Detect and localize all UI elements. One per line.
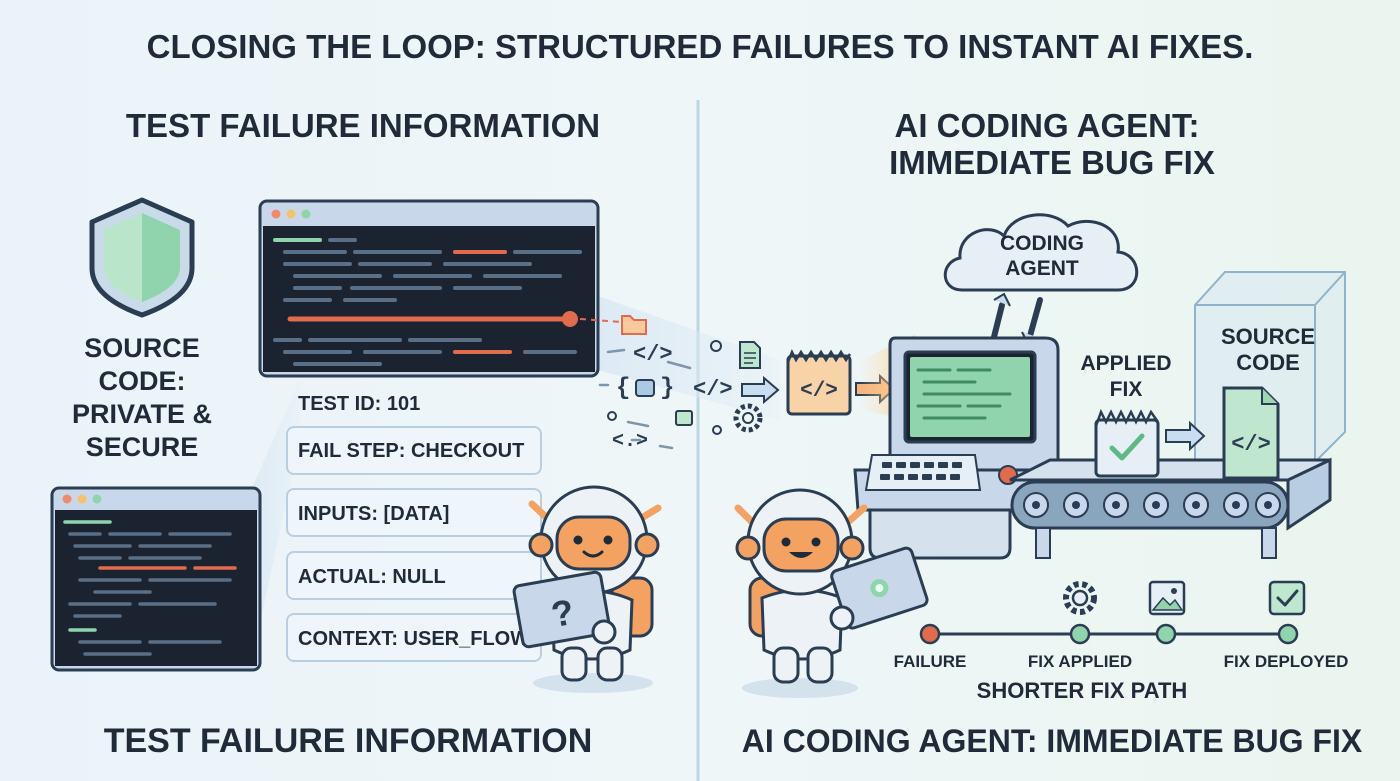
applied-fix-label-2: FIX <box>1110 378 1143 401</box>
cube-icon <box>635 379 655 397</box>
arrow-to-source-icon <box>1165 420 1206 452</box>
stream-arrow-icon <box>741 375 780 405</box>
timeline-node-fix-deployed <box>1277 623 1299 645</box>
fix-machine <box>853 336 1060 560</box>
context-card: CONTEXT: USER_FLOW <box>286 613 542 662</box>
inputs-card: INPUTS: [DATA] <box>286 488 542 537</box>
stream-tag-1: </> <box>633 342 673 367</box>
fail-step-card: FAIL STEP: CHECKOUT <box>286 426 542 475</box>
right-heading-line1: AI CODING AGENT: <box>895 107 1200 144</box>
test-id-label: TEST ID: 101 <box>298 393 420 415</box>
code-packet-icon: </> <box>786 348 852 416</box>
source-code-label-1: SOURCE <box>84 333 200 363</box>
shield-icon <box>89 197 195 318</box>
left-heading: TEST FAILURE INFORMATION <box>126 107 600 144</box>
data-block-icon <box>675 410 693 426</box>
stream-brace-right: } <box>660 375 674 402</box>
source-code-box-line1: SOURCE <box>1221 324 1315 349</box>
source-code-box-line2: CODE <box>1236 350 1300 375</box>
fail-step-text: FAIL STEP: CHECKOUT <box>298 440 524 462</box>
cloud-label-line1: CODING <box>1000 232 1084 255</box>
source-code-label-4: SECURE <box>86 432 199 462</box>
timeline-gear-icon <box>1063 581 1097 615</box>
applied-fix-package-icon <box>1094 408 1160 478</box>
right-footer: AI CODING AGENT: IMMEDIATE BUG FIX <box>742 723 1363 759</box>
left-footer: TEST FAILURE INFORMATION <box>104 722 593 760</box>
timeline-check-icon <box>1268 580 1306 616</box>
stream-tag-2: </> <box>693 377 733 402</box>
timeline-caption: SHORTER FIX PATH <box>977 678 1188 703</box>
actual-text: ACTUAL: NULL <box>298 566 446 588</box>
applied-fix-label-1: APPLIED <box>1080 352 1171 375</box>
fix-timeline: FAILURE FIX APPLIED FIX DEPLOYED SHORTER… <box>894 623 1349 703</box>
stream-angle-pair: <.> <box>612 430 648 453</box>
document-icon <box>739 341 761 369</box>
code-packet-symbol: </> <box>800 380 838 403</box>
timeline-node-failure <box>919 623 941 645</box>
cloud-label-line2: AGENT <box>1005 257 1079 280</box>
conveyor-belt <box>1009 457 1332 559</box>
folder-icon <box>621 315 647 335</box>
timeline-label-fix-deployed: FIX DEPLOYED <box>1224 652 1349 671</box>
source-code-label-3: PRIVATE & <box>72 399 212 429</box>
secure-code-terminal <box>50 486 262 672</box>
robot-with-question-tablet: ? <box>512 485 662 693</box>
source-code-file-icon: </> <box>1222 386 1280 480</box>
main-title: CLOSING THE LOOP: STRUCTURED FAILURES TO… <box>147 28 1254 65</box>
failure-terminal <box>258 199 623 378</box>
timeline-label-failure: FAILURE <box>894 652 967 671</box>
source-code-label-2: CODE: <box>99 366 186 396</box>
timeline-node-midpoint <box>1155 623 1177 645</box>
timeline-image-icon <box>1148 580 1186 616</box>
data-stream: </> { } </> <.> <box>598 315 780 453</box>
actual-card: ACTUAL: NULL <box>286 551 542 600</box>
inputs-text: INPUTS: [DATA] <box>298 503 449 525</box>
gear-icon <box>733 403 763 433</box>
timeline-label-fix-applied: FIX APPLIED <box>1028 652 1132 671</box>
timeline-node-fix-applied <box>1069 623 1091 645</box>
right-heading-line2: IMMEDIATE BUG FIX <box>889 144 1215 181</box>
robot-with-glowing-tablet <box>734 488 929 698</box>
source-file-symbol: </> <box>1231 432 1271 457</box>
context-text: CONTEXT: USER_FLOW <box>298 628 529 650</box>
stream-brace-left: { <box>616 375 630 402</box>
coding-agent-cloud: CODING AGENT <box>943 213 1139 292</box>
